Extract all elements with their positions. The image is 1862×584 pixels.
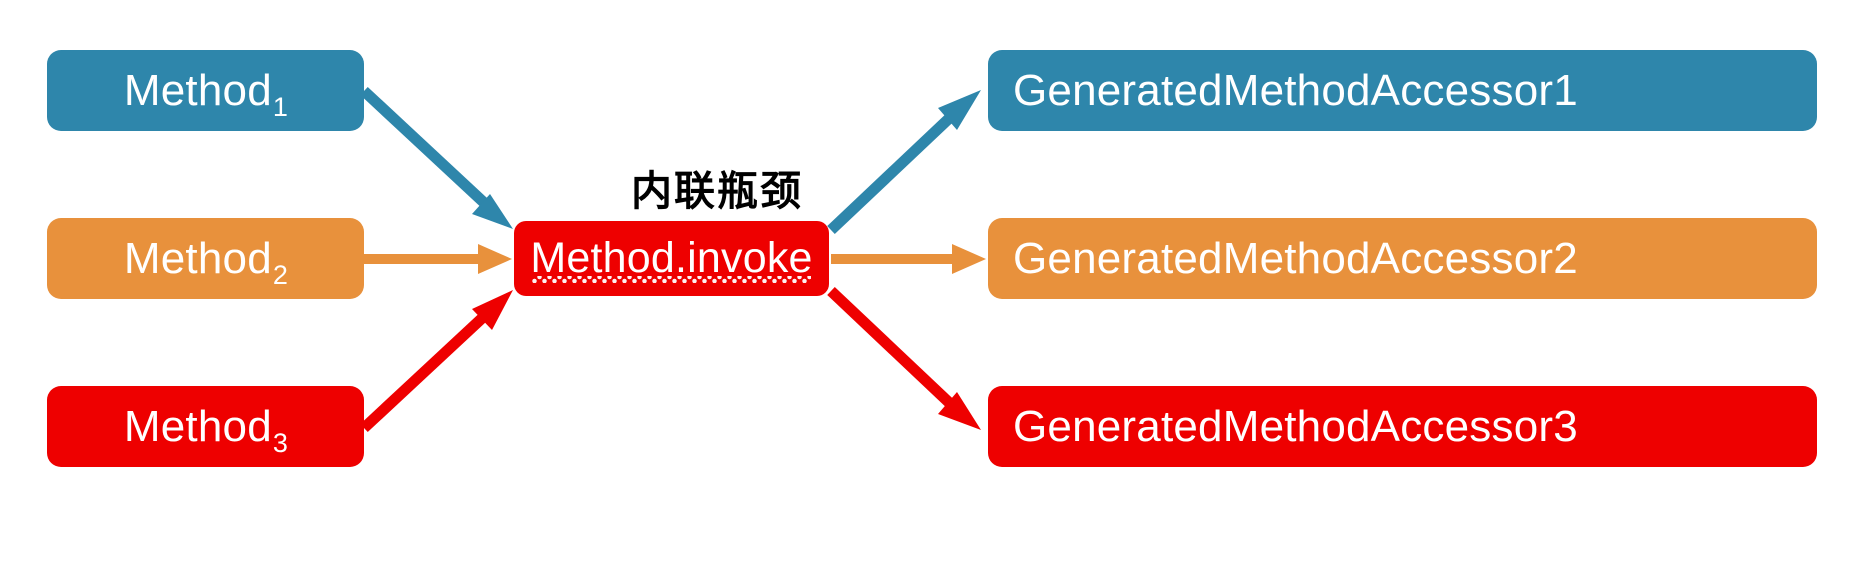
node-method-3-label: Method3 — [123, 401, 289, 458]
bottleneck-caption: 内联瓶颈 — [631, 167, 803, 215]
node-method-3-subscript: 3 — [272, 427, 289, 458]
node-method-invoke-label: Method.invoke — [530, 234, 813, 283]
arrow-method2-to-invoke — [364, 244, 512, 274]
node-method-2[interactable]: Method2 — [47, 218, 364, 299]
node-accessor-2[interactable]: GeneratedMethodAccessor2 — [988, 218, 1817, 299]
spellcheck-underline-icon — [532, 276, 811, 283]
node-accessor-3-label: GeneratedMethodAccessor3 — [1013, 401, 1578, 451]
arrow-method3-to-invoke — [360, 290, 513, 433]
node-method-1-subscript: 1 — [272, 91, 289, 122]
node-accessor-1-label: GeneratedMethodAccessor1 — [1013, 65, 1578, 115]
arrow-invoke-to-accessor2 — [831, 244, 986, 274]
node-accessor-2-label: GeneratedMethodAccessor2 — [1013, 233, 1578, 283]
arrow-invoke-to-accessor3 — [827, 287, 981, 430]
arrow-method1-to-invoke — [360, 86, 513, 229]
arrow-invoke-to-accessor1 — [827, 90, 981, 234]
node-method-3[interactable]: Method3 — [47, 386, 364, 467]
node-method-1[interactable]: Method1 — [47, 50, 364, 131]
node-method-invoke[interactable]: Method.invoke — [514, 221, 829, 296]
node-accessor-1[interactable]: GeneratedMethodAccessor1 — [988, 50, 1817, 131]
node-accessor-3[interactable]: GeneratedMethodAccessor3 — [988, 386, 1817, 467]
node-method-2-subscript: 2 — [272, 259, 289, 290]
node-method-2-label: Method2 — [123, 233, 289, 290]
node-method-1-label: Method1 — [123, 65, 289, 122]
